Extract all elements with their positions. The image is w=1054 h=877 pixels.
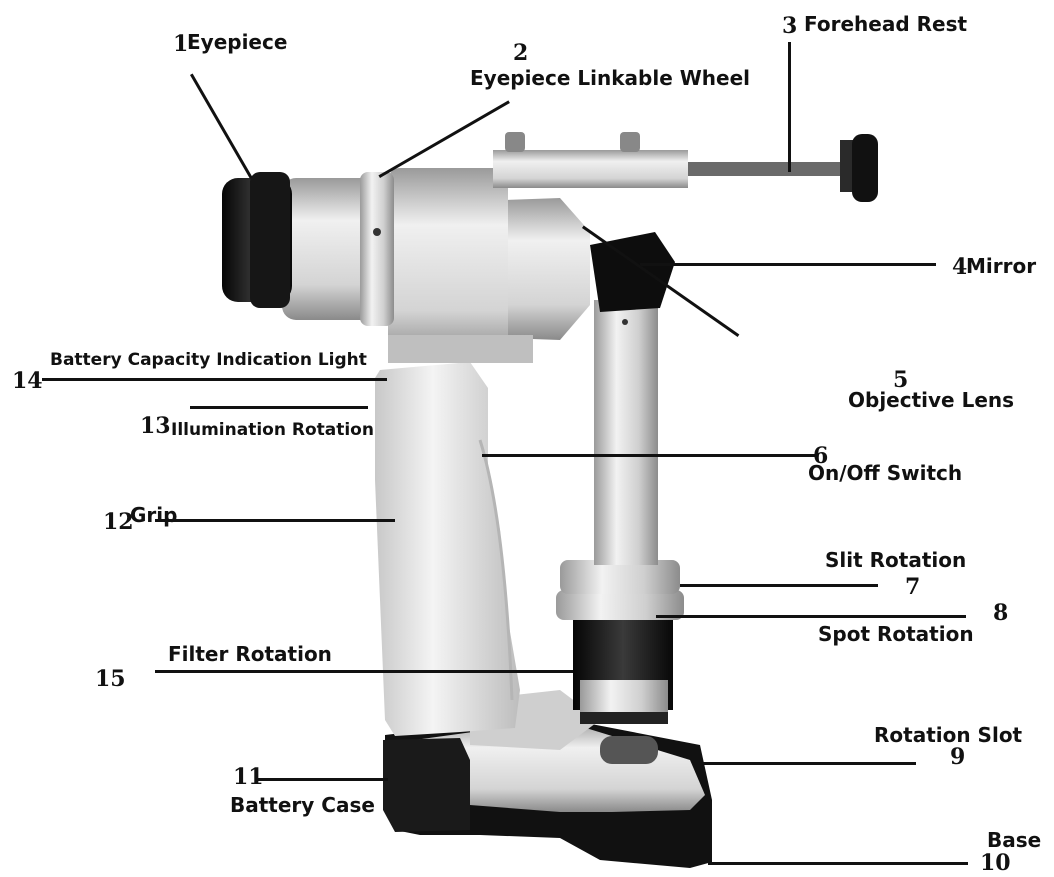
leader-line-9 — [702, 762, 916, 765]
leader-line-6 — [482, 454, 818, 457]
callout-label-mirror: Mirror — [966, 254, 1037, 278]
callout-label-illumination-rotation: Illumination Rotation — [171, 420, 374, 440]
callout-label-battery-case: Battery Case — [230, 793, 375, 817]
leader-line-8 — [656, 615, 966, 618]
callout-label-objective-lens: Objective Lens — [848, 388, 1015, 412]
callout-label-base: Base — [987, 828, 1042, 852]
battery-case-shape — [383, 738, 470, 832]
mirror-shape — [590, 232, 675, 312]
objective-lens-shape — [505, 198, 590, 340]
callout-number-14: 14 — [12, 368, 43, 394]
callout-number-2: 2 — [513, 40, 529, 66]
leader-line-15 — [155, 670, 573, 673]
callout-number-8: 8 — [993, 600, 1009, 626]
callout-label-rotation-slot: Rotation Slot — [874, 723, 1023, 747]
callout-number-7: 7 — [905, 574, 921, 600]
callout-label-eyepiece-linkable-wheel: Eyepiece Linkable Wheel — [470, 66, 750, 90]
callout-label-slit-rotation: Slit Rotation — [825, 548, 967, 572]
leader-line-7 — [680, 584, 878, 587]
column-shape — [594, 300, 658, 565]
leader-line-3 — [788, 42, 791, 172]
linkable-wheel-shape — [360, 172, 394, 326]
callout-label-forehead-rest: Forehead Rest — [804, 12, 968, 36]
callout-number-11: 11 — [233, 764, 264, 790]
grip-shape — [375, 362, 520, 736]
callout-label-filter-rotation: Filter Rotation — [168, 642, 332, 666]
callout-number-1: 1 — [173, 31, 189, 57]
callout-label-spot-rotation: Spot Rotation — [818, 622, 974, 646]
leader-line-4 — [640, 263, 936, 266]
callout-number-3: 3 — [782, 13, 798, 39]
callout-label-grip: Grip — [130, 503, 178, 527]
callout-number-13: 13 — [140, 413, 171, 439]
leader-line-12 — [155, 519, 395, 522]
leader-line-14 — [42, 378, 387, 381]
callout-number-15: 15 — [95, 666, 126, 692]
rotation-slot-shape — [600, 736, 658, 764]
callout-number-5: 5 — [893, 367, 909, 393]
callout-label-on-off-switch: On/Off Switch — [808, 461, 963, 485]
callout-number-6: 6 — [813, 443, 829, 469]
leader-line-10 — [708, 862, 968, 865]
callout-number-4: 4 — [952, 254, 968, 280]
callout-number-10: 10 — [980, 850, 1011, 876]
forehead-rest-shape — [493, 150, 688, 188]
leader-line-13 — [190, 406, 368, 409]
leader-line-11 — [258, 778, 388, 781]
spot-rotation-shape — [556, 590, 684, 620]
callout-number-12: 12 — [103, 509, 134, 535]
callout-label-eyepiece: Eyepiece — [187, 30, 288, 54]
slit-rotation-shape — [560, 560, 680, 594]
main-housing-shape — [388, 168, 508, 358]
callout-number-9: 9 — [950, 744, 966, 770]
callout-label-battery-capacity-indication-light: Battery Capacity Indication Light — [50, 350, 367, 370]
